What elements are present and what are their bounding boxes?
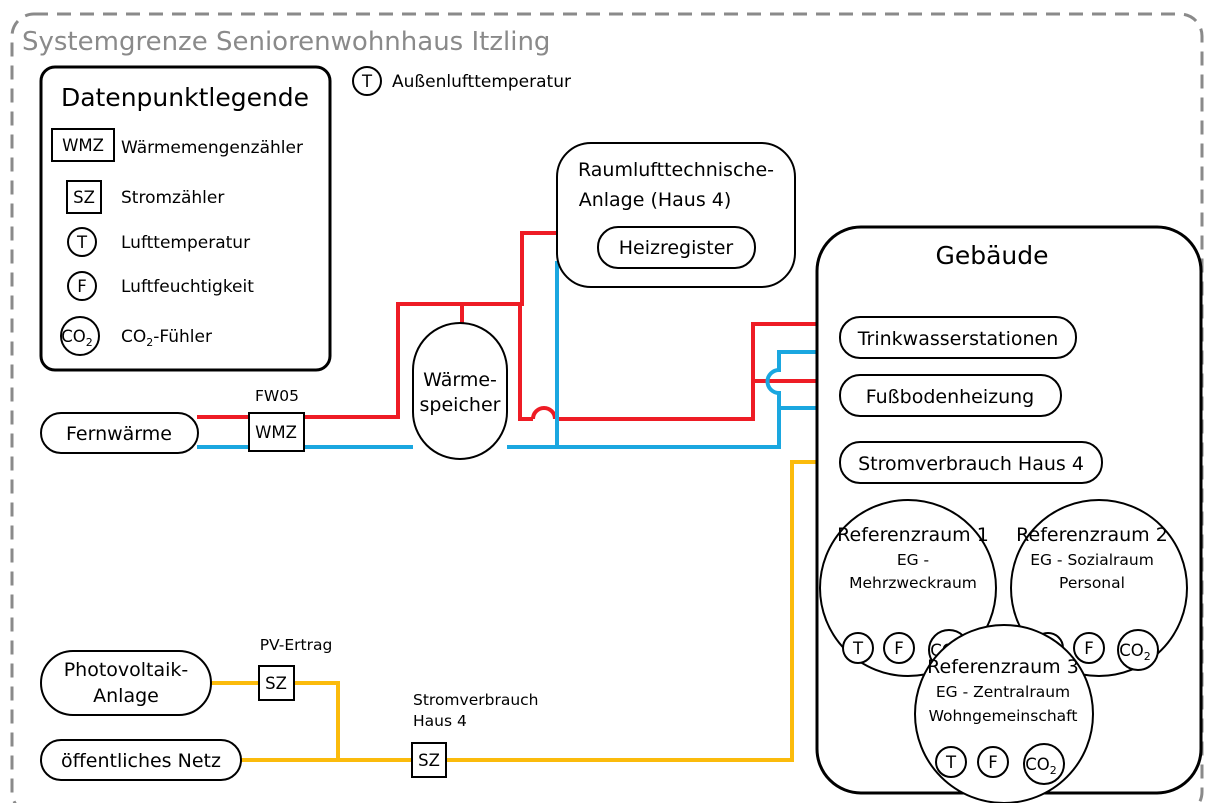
system-boundary: [10, 12, 1204, 803]
room1-f-sensor: [883, 632, 915, 664]
fussbodenheizung-node: [839, 374, 1062, 417]
svg-text:T: T: [852, 639, 864, 658]
svg-text:CO2: CO2: [1025, 755, 1057, 777]
svg-text:Personal: Personal: [1059, 574, 1125, 592]
room2-f-sensor: [1073, 632, 1105, 664]
system-boundary-title: Systemgrenze Seniorenwohnhaus Itzling: [22, 27, 550, 57]
svg-text:SZ: SZ: [73, 188, 95, 207]
legend-co2-label: CO2-Fühler: [121, 327, 212, 349]
svg-text:CO2: CO2: [1119, 641, 1151, 663]
svg-text:Trinkwasserstationen: Trinkwasserstationen: [857, 328, 1059, 350]
svg-text:Photovoltaik-: Photovoltaik-: [64, 659, 189, 681]
svg-text:Anlage (Haus 4): Anlage (Haus 4): [579, 189, 732, 211]
legend-wmz-symbol: [51, 128, 115, 162]
svg-text:Raumlufttechnische-: Raumlufttechnische-: [578, 159, 774, 181]
svg-text:Wärme-: Wärme-: [423, 369, 497, 391]
stromverbrauch-meter-label: Stromverbrauch: [413, 691, 539, 709]
svg-text:Heizregister: Heizregister: [619, 237, 734, 259]
fernwaerme-node: [40, 412, 199, 454]
svg-text:SZ: SZ: [418, 751, 440, 770]
svg-text:T: T: [945, 753, 957, 772]
svg-text:speicher: speicher: [420, 394, 501, 416]
photovoltaik-node: [40, 650, 212, 716]
room3-f-sensor: [977, 746, 1009, 778]
svg-text:F: F: [77, 277, 87, 296]
svg-text:WMZ: WMZ: [255, 423, 297, 442]
fw05-label: FW05: [255, 387, 299, 405]
legend-f-label: Luftfeuchtigkeit: [121, 277, 254, 297]
svg-text:Referenzraum 3: Referenzraum 3: [927, 656, 1079, 678]
svg-text:Wohngemeinschaft: Wohngemeinschaft: [929, 707, 1078, 725]
trinkwasserstationen-node: [839, 316, 1077, 359]
svg-text:F: F: [894, 639, 904, 658]
room3-t-sensor: [935, 746, 967, 778]
svg-text:EG - Sozialraum: EG - Sozialraum: [1030, 551, 1154, 569]
supply-pipes: [197, 231, 840, 421]
fw05-wmz-meter: [248, 412, 305, 452]
svg-text:Stromverbrauch Haus 4: Stromverbrauch Haus 4: [858, 453, 1084, 475]
stromverbrauch-haus4-node: [839, 441, 1103, 484]
svg-text:EG - Zentralraum: EG - Zentralraum: [936, 683, 1070, 701]
svg-text:T: T: [76, 233, 88, 252]
referenzraum-3: Referenzraum 3 EG - Zentralraum Wohngeme…: [914, 624, 1094, 803]
svg-text:Fernwärme: Fernwärme: [66, 423, 172, 445]
pv-ertrag-label: PV-Ertrag: [260, 636, 333, 654]
legend-title: Datenpunktlegende: [61, 83, 309, 112]
svg-text:F: F: [1084, 639, 1094, 658]
electric-lines: [210, 460, 840, 762]
svg-text:T: T: [361, 72, 373, 91]
room2-co2-sensor: [1117, 629, 1159, 671]
svg-text:Mehrzweckraum: Mehrzweckraum: [849, 574, 977, 592]
room3-co2-sensor: [1023, 743, 1065, 785]
outdoor-temperature-label: Außenlufttemperatur: [392, 72, 571, 92]
svg-text:öffentliches Netz: öffentliches Netz: [61, 750, 221, 772]
gebaeude-title: Gebäude: [935, 241, 1048, 270]
stromverbrauch-sz-meter: [411, 742, 447, 778]
oeffentliches-netz-node: [40, 739, 242, 781]
svg-text:EG -: EG -: [897, 551, 929, 569]
svg-text:Anlage: Anlage: [93, 685, 159, 707]
outdoor-temperature-sensor: [352, 66, 382, 96]
svg-text:Referenzraum 2: Referenzraum 2: [1016, 524, 1168, 546]
legend-wmz-label: Wärmemengenzähler: [121, 138, 303, 158]
heizregister-node: [597, 226, 756, 269]
legend: Datenpunktlegende WMZ Wärmemengenzähler …: [39, 65, 332, 372]
svg-text:WMZ: WMZ: [62, 136, 104, 155]
svg-text:SZ: SZ: [265, 674, 287, 693]
pv-sz-meter: [258, 665, 295, 701]
legend-sz-symbol: [66, 180, 102, 214]
waermespeicher-node: [412, 322, 508, 460]
svg-text:CO2: CO2: [61, 327, 93, 349]
legend-f-symbol: [67, 271, 97, 301]
svg-text:Fußbodenheizung: Fußbodenheizung: [866, 386, 1035, 408]
stromverbrauch-meter-label-2: Haus 4: [413, 712, 467, 730]
legend-sz-label: Stromzähler: [121, 188, 224, 208]
room1-t-sensor: [842, 632, 874, 664]
legend-co2-symbol: [60, 316, 100, 356]
svg-text:F: F: [988, 753, 998, 772]
referenzraum-2: Referenzraum 2 EG - Sozialraum Personal …: [1010, 499, 1188, 677]
svg-text:Referenzraum 1: Referenzraum 1: [837, 524, 989, 546]
legend-t-label: Lufttemperatur: [121, 233, 250, 253]
legend-t-symbol: [67, 227, 97, 257]
